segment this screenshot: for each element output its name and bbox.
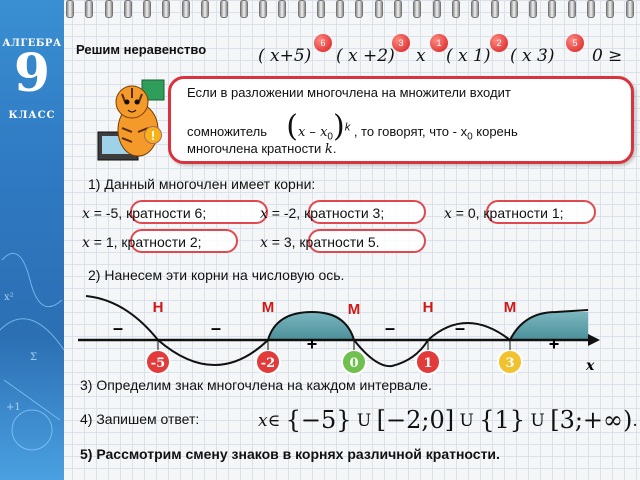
power-badge: 2 (490, 34, 508, 52)
factor-2: ( x +2) (336, 46, 395, 66)
root-highlight (308, 229, 426, 253)
factor-4: ( x 1) (446, 46, 491, 66)
answer-prefix: x∈ (258, 411, 281, 431)
axis-arrow-icon (588, 334, 600, 346)
union-sign: U (356, 411, 372, 431)
root-var: x (82, 235, 90, 251)
definition-line-1: Если в разложении многочлена на множител… (187, 85, 511, 100)
union-sign: U (530, 411, 545, 431)
power-badge: 6 (314, 34, 332, 52)
answer-set-1: {−5} (285, 406, 352, 434)
page-title: Решим неравенство (76, 42, 207, 57)
definition-text: . (332, 141, 337, 156)
definition-text: сомножитель (187, 124, 267, 139)
book-title-top: АЛГЕБРА (2, 38, 62, 49)
step-4-label: 4) Запишем ответ: (80, 411, 200, 427)
power-badge: 1 (430, 34, 448, 52)
svg-text:x²: x² (4, 292, 14, 303)
interval-sign: – (113, 318, 123, 338)
book-grade: 9 (13, 43, 51, 104)
factor-expression: x – x (297, 125, 328, 140)
answer-formula: x∈ {−5} U [−2;0] U {1} U [3;+∞). (258, 406, 638, 434)
definition-text: многочлена кратности (187, 141, 325, 156)
root-value: 1 (423, 356, 432, 371)
interval-sign: + (549, 334, 560, 354)
multiplicity-letter: М (504, 299, 517, 316)
book-title-bottom: КЛАСС (8, 110, 56, 121)
multiplicity-letter: М (262, 299, 275, 316)
number-line: x Н М М Н М – – + – – + -5 -2 0 1 3 (78, 295, 600, 375)
tiger-mascot-icon (97, 79, 165, 161)
multiplicity-letter: Н (153, 299, 164, 316)
definition-text: , то говорят, что - x (353, 124, 468, 139)
answer-set-2: {1} (479, 406, 526, 434)
factor-paren-close: ) (332, 109, 345, 144)
definition-line-2: сомножитель (x – x0)k , то говорят, что … (187, 112, 518, 143)
multiplicity-letter: М (348, 301, 361, 318)
definition-text: корень (472, 124, 518, 139)
union-sign: U (459, 411, 474, 431)
factor-paren-open: ( (286, 109, 298, 144)
root-item: x = -2, кратности 3; (260, 205, 384, 222)
root-var: x (444, 206, 452, 222)
root-highlight (486, 200, 596, 224)
factor-1: ( x+5) (258, 46, 312, 66)
root-value: -5 (151, 356, 165, 371)
step-1-label: 1) Данный многочлен имеет корни: (88, 176, 316, 192)
root-highlight (308, 200, 426, 224)
factor-5: ( x 3) (510, 46, 555, 66)
factor-3: x (416, 46, 426, 66)
root-var: x (260, 206, 268, 222)
root-text: = 0, кратности 1; (451, 205, 564, 221)
root-item: x = 0, кратности 1; (444, 205, 564, 222)
spiral-binding (60, 0, 640, 18)
interval-sign: – (211, 318, 221, 338)
answer-interval-2: [3;+∞) (550, 406, 633, 434)
warning-icon: ! (144, 126, 162, 144)
inequality-formula: ( x+5) ( x +2) x ( x 1) ( x 3) 0 ≥ 6 3 1… (258, 34, 638, 74)
interval-sign: – (455, 318, 465, 338)
step-5-label: 5) Рассмотрим смену знаков в корнях разл… (80, 446, 500, 462)
factor-subscript: 0 (327, 131, 333, 143)
root-value: -2 (261, 356, 275, 371)
root-subscript: 0 (467, 131, 473, 143)
root-var: x (82, 206, 90, 222)
definition-box: Если в разложении многочлена на множител… (168, 76, 634, 164)
root-value: 3 (505, 356, 514, 371)
root-highlight (130, 200, 268, 224)
sign-curve (85, 295, 589, 368)
positive-region (268, 312, 354, 340)
power-badge: 5 (566, 34, 584, 52)
root-text: = 3, кратности 5. (267, 234, 380, 250)
multiplicity-letter: Н (423, 299, 434, 316)
root-text: = 1, кратности 2; (89, 234, 202, 250)
root-var: x (260, 235, 268, 251)
step-2-label: 2) Нанесем эти корни на числовую ось. (88, 267, 345, 283)
answer-interval-1: [−2;0] (376, 406, 455, 434)
step-3-label: 3) Определим знак многочлена на каждом и… (80, 377, 432, 393)
inequality-sign: ≥ (608, 46, 623, 66)
book-cover-strip: x² Σ +1 АЛГЕБРА 9 КЛАСС (0, 0, 64, 480)
interval-sign: – (385, 318, 395, 338)
root-item: x = 1, кратности 2; (82, 234, 202, 251)
multiplicity-k: k (324, 142, 333, 157)
svg-text:+1: +1 (6, 402, 21, 413)
root-text: = -2, кратности 3; (267, 205, 385, 221)
factor-exponent: k (344, 121, 351, 134)
root-item: x = -5, кратности 6; (82, 205, 206, 222)
answer-end: . (632, 411, 638, 431)
svg-text:Σ: Σ (30, 352, 37, 363)
definition-line-3: многочлена кратности k. (187, 141, 336, 157)
math-decoration-icon: x² Σ +1 (0, 252, 64, 451)
root-value: 0 (349, 356, 358, 371)
power-badge: 3 (392, 34, 410, 52)
interval-sign: + (307, 334, 318, 354)
inequality-rhs: 0 (592, 46, 603, 66)
root-text: = -5, кратности 6; (89, 205, 207, 221)
root-highlight (130, 229, 238, 253)
axis-variable: x (585, 358, 595, 374)
root-item: x = 3, кратности 5. (260, 234, 380, 251)
